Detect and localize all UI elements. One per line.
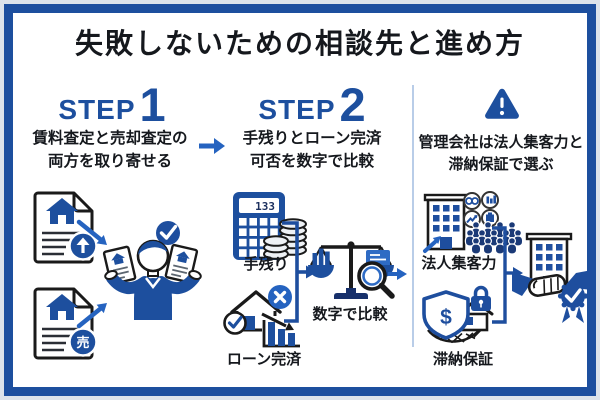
- up-arrow-badge-icon: [68, 231, 98, 261]
- house-icon: [46, 198, 78, 224]
- sale-document-icon: 売: [33, 287, 98, 360]
- balance-scale-icon: [308, 241, 395, 299]
- item-label: 法人集客力: [421, 255, 497, 272]
- magnifier-icon: [357, 261, 395, 299]
- declining-chart-icon: [261, 312, 300, 348]
- growth-arrow-icon: [423, 236, 441, 253]
- loan-payoff-icon: [223, 285, 302, 348]
- check-badge-icon: [223, 311, 247, 335]
- corporate-building-icon: [423, 191, 524, 255]
- award-ribbon-icon: [557, 280, 589, 323]
- x-badge-icon: [268, 285, 292, 309]
- shield-icon: $: [422, 290, 470, 340]
- step2-number: 2: [339, 78, 366, 131]
- rent-doc-arrow-icon: [76, 219, 107, 245]
- item-label: 滞納保証: [432, 351, 494, 368]
- step1-word: STEP: [58, 94, 136, 125]
- item-label: 手残り: [243, 256, 289, 273]
- item-label: ローン完済: [226, 351, 302, 368]
- page-title: 失敗しないための相談先と進め方: [74, 28, 525, 59]
- svg-text:$: $: [440, 306, 452, 329]
- svg-text:133: 133: [255, 200, 275, 213]
- item-label: 数字で比較: [312, 306, 388, 323]
- guarantee-shield-icon: $: [422, 285, 494, 344]
- caution-description: 管理会社は法人集客力と 滞納保証で選ぶ: [418, 134, 584, 174]
- handshake-icon: [512, 232, 592, 323]
- sale-badge: 売: [68, 327, 98, 357]
- warning-icon: [485, 88, 519, 119]
- section-divider: [412, 85, 414, 347]
- step1-description: 賃料査定と売却査定の 両方を取り寄せる: [32, 130, 188, 170]
- house-icon: [46, 294, 78, 320]
- rent-document-icon: [33, 191, 98, 264]
- agent-person-icon: [102, 221, 202, 320]
- compare-arrow-icon: [388, 268, 407, 280]
- step1-to-step2-arrow-icon: [199, 138, 225, 154]
- sale-doc-arrow-icon: [76, 303, 107, 329]
- step1-number: 1: [139, 78, 166, 131]
- step2-word: STEP: [258, 94, 336, 125]
- step2-description: 手残りとローン完済 可否を数字で比較: [242, 130, 382, 170]
- svg-text:売: 売: [76, 335, 89, 350]
- lock-icon: [471, 285, 491, 311]
